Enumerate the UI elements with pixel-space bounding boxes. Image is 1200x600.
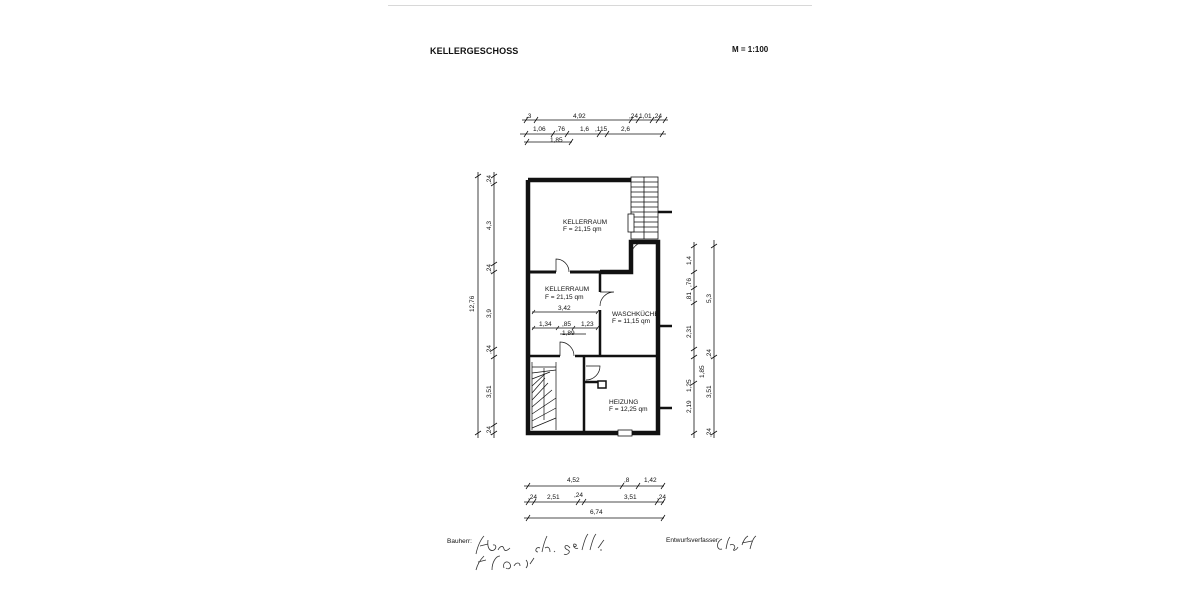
dim-top-5: ,24 [653,113,662,120]
dim-top-6: 1,06 [533,126,546,133]
door-terrace [630,241,646,257]
dim-bottom-3: 1,42 [644,477,657,484]
dim-top-4: 1,01 [639,113,652,120]
room-kellerraum-2-name: KELLERRAUM [545,286,589,293]
dim-top-3: ,24 [629,113,638,120]
room-kellerraum-2-area: F = 21,15 qm [545,294,583,301]
door-middle [559,341,575,357]
left-dimension-labels: 12,76 ,24 4,3 ,24 3,9 ,24 3,51 ,24 [469,175,493,435]
right-dimension-chains [690,240,718,438]
door-heizung [585,365,601,381]
dim-bottom-4: ,24 [528,494,537,501]
right-dimension-labels: 1,4 ,76 ,81 2,31 ,24 1,85 1,25 2,19 ,24 … [686,256,713,437]
entwurfsverfasser-signature [717,535,757,551]
dim-right-1: 1,4 [686,256,693,265]
room-labels: KELLERRAUM F = 21,15 qm KELLERRAUM F = 2… [545,219,659,413]
dim-right-7: 1,25 [686,379,693,392]
room-kellerraum-1-name: KELLERRAUM [563,219,607,226]
dim-right-outer-2: 3,51 [706,385,713,398]
top-dimension-chains [520,116,668,146]
room-kellerraum-1-area: F = 21,15 qm [563,226,601,233]
top-dimension-labels: ,3 4,92 ,24 1,01 ,24 1,06 ,76 1,6 ,115 2… [526,113,662,144]
dim-left-3: ,24 [486,264,493,273]
bauherr-label: Bauherr: [447,538,472,545]
doors [555,241,646,381]
inner-dimension-chains [531,309,600,335]
dim-left-6: 3,51 [486,385,493,398]
dim-inner-3: ,85 [562,321,571,328]
dim-right-5: ,24 [706,349,713,358]
bauherr-signature [475,533,605,571]
dim-top-11: 1,85 [550,137,563,144]
dim-top-7: ,76 [556,126,565,133]
dim-right-3: ,81 [686,292,693,301]
room-heizung-name: HEIZUNG [609,399,638,406]
dim-bottom-total: 6,74 [590,509,603,516]
dim-right-6: 1,85 [699,365,706,378]
door-kellerraum-1 [555,258,570,273]
dim-top-10: 2,6 [621,126,630,133]
walls [525,177,661,436]
dim-right-8: 2,19 [686,400,693,413]
dim-left-1: ,24 [486,175,493,184]
exterior-stair [630,176,659,240]
drawing-scale: M = 1:100 [732,45,769,54]
door-waschkueche [599,291,615,307]
dim-inner-2: 1,34 [539,321,552,328]
interior-stair [531,362,557,430]
drawing-title: KELLERGESCHOSS [430,46,519,56]
dim-bottom-1: 4,52 [567,477,580,484]
dim-top-8: 1,6 [580,126,589,133]
inner-dimension-labels: 3,42 1,34 ,85 1,23 1,89 [539,305,594,337]
outer-wall [525,177,661,436]
room-heizung-area: F = 12,25 qm [609,406,647,413]
dim-left-5: ,24 [486,345,493,354]
dim-right-9: ,24 [706,428,713,437]
dim-inner-4: 1,23 [581,321,594,328]
dim-right-outer-1: 5,3 [706,294,713,303]
dim-inner-5: 1,89 [562,330,575,337]
dim-left-total: 12,76 [469,295,476,312]
dim-bottom-8: ,24 [657,494,666,501]
dim-top-1: ,3 [526,113,532,120]
dim-bottom-2: ,8 [624,477,630,484]
dim-bottom-6: ,24 [574,492,583,499]
dim-right-2: ,76 [686,278,693,287]
bottom-dimension-chains [524,482,666,522]
dim-top-9: ,115 [595,126,608,133]
left-dimension-chains [474,172,498,438]
dim-inner-1: 3,42 [558,305,571,312]
dim-top-2: 4,92 [573,113,586,120]
bottom-dimension-labels: 4,52 ,8 1,42 ,24 2,51 ,24 3,51 ,24 6,74 [528,477,666,516]
sheet-top-edge [388,5,812,6]
dim-left-4: 3,9 [486,309,493,318]
wall-stubs [658,210,672,410]
chimney [597,380,607,389]
room-waschkueche-area: F = 11,15 qm [612,318,650,325]
dim-left-7: ,24 [486,426,493,435]
dim-bottom-5: 2,51 [547,494,560,501]
windows [617,213,635,437]
entwurfsverfasser-label: Entwurfsverfasser: [666,537,720,544]
room-waschkueche-name: WASCHKÜCHE [612,310,659,318]
dim-right-4: 2,31 [686,325,693,338]
dim-bottom-7: 3,51 [624,494,637,501]
dim-left-2: 4,3 [486,221,493,230]
